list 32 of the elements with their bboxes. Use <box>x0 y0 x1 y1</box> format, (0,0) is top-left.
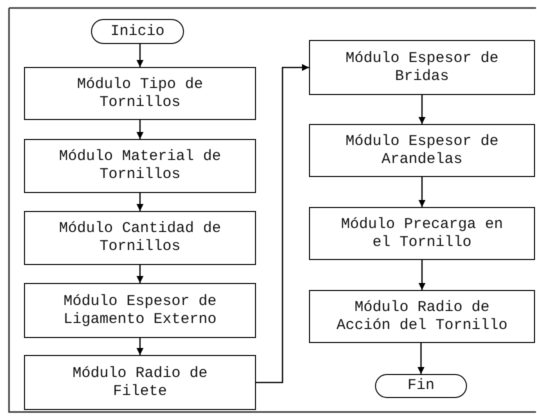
node-label: Módulo Precarga en el Tornillo <box>340 216 504 252</box>
process-box <box>24 67 256 120</box>
node-label: Inicio <box>110 22 164 40</box>
process-box <box>309 290 535 343</box>
terminal-shape <box>375 374 467 398</box>
arrow <box>256 64 309 384</box>
node-label: Módulo Espesor de Ligamento Externo <box>62 292 218 328</box>
node-label: Módulo Espesor de Arandelas <box>344 132 500 168</box>
process-box <box>309 40 535 95</box>
process-box <box>24 283 256 338</box>
arrow <box>136 338 144 355</box>
node-label: Módulo Material de Tornillos <box>58 148 222 184</box>
process-box <box>24 211 256 265</box>
arrow <box>418 95 426 124</box>
process-box <box>309 124 535 177</box>
node-label: Módulo Radio de Acción del Tornillo <box>336 298 508 334</box>
arrow <box>418 260 426 290</box>
node-label: Módulo Espesor de Bridas <box>344 50 500 86</box>
arrow <box>136 120 144 139</box>
arrow <box>418 343 424 374</box>
node-label: Módulo Radio de Filete <box>71 364 209 400</box>
arrow <box>418 177 426 207</box>
process-box <box>24 139 256 193</box>
node-label: Fin <box>407 377 434 395</box>
node-label: Módulo Tipo de Tornillos <box>76 76 204 112</box>
process-box <box>309 207 535 260</box>
arrow <box>136 44 144 67</box>
arrow <box>136 265 144 283</box>
node-label: Módulo Cantidad de Tornillos <box>58 220 222 256</box>
terminal-shape <box>91 19 184 44</box>
arrow <box>136 193 144 211</box>
process-box <box>24 355 256 410</box>
